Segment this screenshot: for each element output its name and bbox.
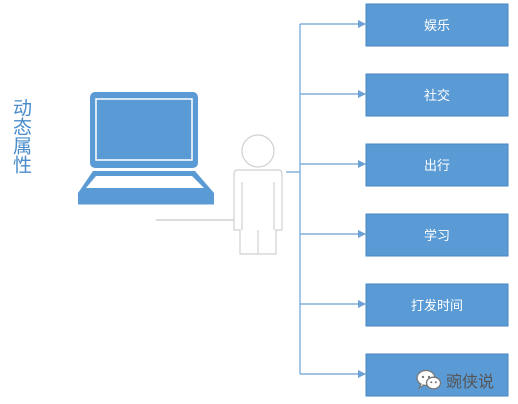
category-box bbox=[365, 353, 509, 397]
wechat-icon bbox=[416, 369, 442, 390]
category-box-label: 打发时间 bbox=[411, 298, 463, 314]
watermark: 豌侠说 bbox=[416, 366, 494, 394]
category-box-shape bbox=[365, 3, 509, 47]
side-label: 动态属性 bbox=[10, 98, 32, 174]
category-box-label: 社交 bbox=[424, 88, 450, 104]
category-box: 社交 bbox=[365, 73, 509, 117]
category-box-label: 学习 bbox=[424, 228, 450, 244]
connector-lines bbox=[286, 24, 301, 374]
person-icon bbox=[233, 134, 283, 255]
laptop-icon bbox=[78, 92, 214, 205]
category-box-shape bbox=[365, 283, 509, 327]
category-box-shape bbox=[365, 213, 509, 257]
category-box: 打发时间 bbox=[365, 283, 509, 327]
watermark-text: 豌侠说 bbox=[446, 372, 495, 391]
connector-arrows bbox=[300, 20, 366, 378]
category-box-label: 出行 bbox=[424, 159, 450, 174]
category-box-shape bbox=[365, 353, 509, 397]
category-box: 学习 bbox=[365, 213, 509, 257]
category-box-shape bbox=[365, 73, 509, 117]
category-box: 出行 bbox=[365, 143, 509, 187]
category-box: 娱乐 bbox=[365, 3, 509, 47]
category-box-label: 娱乐 bbox=[424, 19, 450, 34]
category-box-shape bbox=[365, 143, 509, 187]
